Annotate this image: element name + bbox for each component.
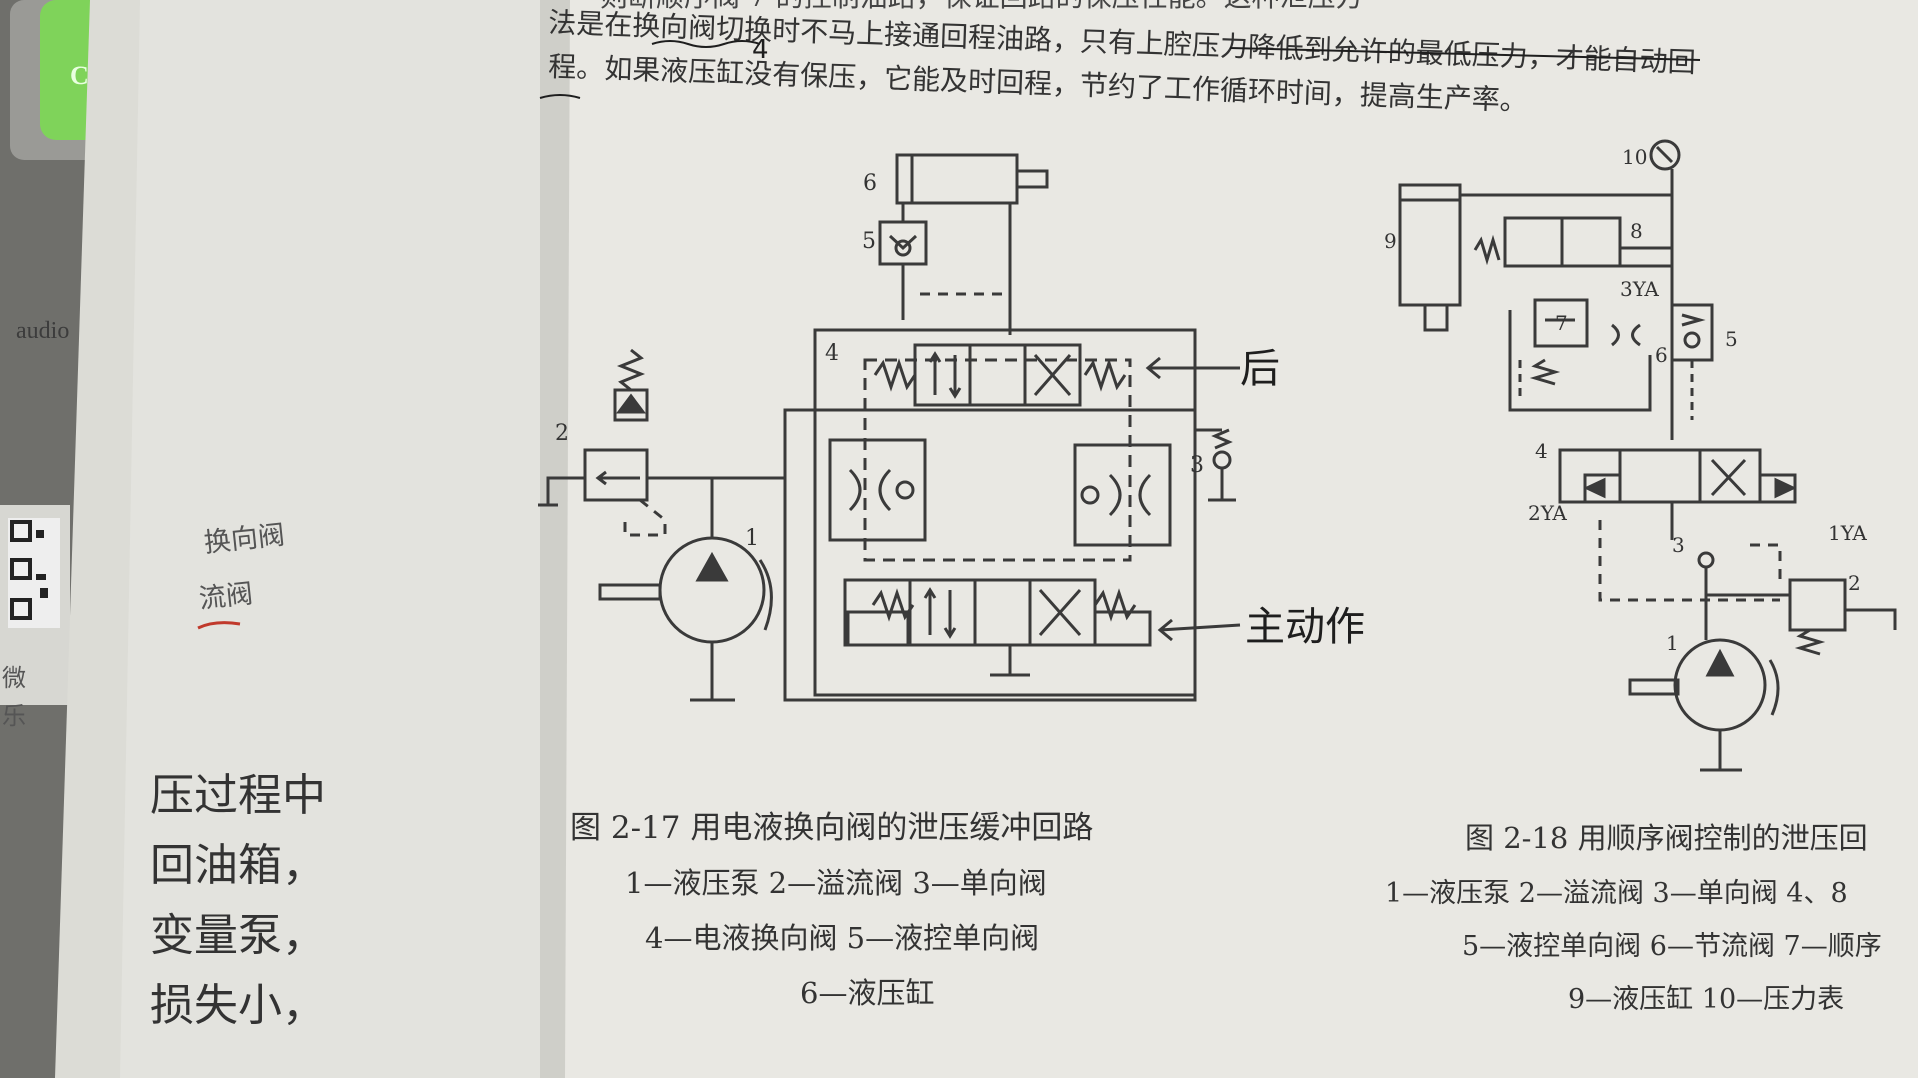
fig18-label-5: 5 <box>1725 327 1738 351</box>
throttle-check-left <box>828 438 927 542</box>
fig18-label-1: 1 <box>1666 631 1679 655</box>
handwritten-underline-1 <box>651 40 761 48</box>
fig18-legend-line-1: 1—液压泵 2—溢流阀 3—单向阀 4、8 <box>1385 878 1848 909</box>
fig18-caption: 图 2-18 用顺序阀控制的泄压回 <box>1465 821 1868 855</box>
handwritten-underline-3 <box>539 94 581 99</box>
fig18-legend-line-3: 9—液压缸 10—压力表 <box>1568 984 1844 1015</box>
left-body-line-2: 回油箱， <box>150 840 326 891</box>
relief-valve-2b <box>1788 578 1847 632</box>
fig17-label-3: 3 <box>1190 453 1204 478</box>
fig18-label-1ya: 1YA <box>1828 521 1867 545</box>
left-page-inner <box>120 0 560 1078</box>
handwritten-annotation-main: 主动作 <box>1245 604 1365 650</box>
fig18-label-8: 8 <box>1630 219 1643 243</box>
fig18-label-2ya: 2YA <box>1528 501 1567 525</box>
left-body-line-3: 变量泵， <box>150 910 326 961</box>
fig17-label-2: 2 <box>555 421 569 446</box>
fig18-label-3: 3 <box>1672 533 1685 557</box>
fig17-legend-line-1: 1—液压泵 2—溢流阀 3—单向阀 <box>625 866 1047 900</box>
phone-fragment-2: 乐 <box>2 702 26 730</box>
pressure-gauge-10 <box>1649 139 1681 171</box>
audio-label: audio <box>16 318 69 344</box>
margin-note-2: 流阀 <box>197 578 254 614</box>
figure-2-18-diagram <box>1398 139 1897 772</box>
phone-fragment-1: 微 <box>2 664 26 692</box>
fig18-label-4: 4 <box>1535 439 1548 463</box>
throttle-check-right <box>1073 443 1172 547</box>
figure-2-17-diagram <box>538 153 1241 702</box>
fig17-legend-line-3: 6—液压缸 <box>800 976 934 1010</box>
fig17-legend-line-2: 4—电液换向阀 5—液控单向阀 <box>645 921 1039 955</box>
fig17-label-1: 1 <box>745 526 759 551</box>
qr-code-icon <box>8 518 60 628</box>
right-page <box>565 0 1918 1078</box>
fig18-label-2: 2 <box>1848 571 1861 595</box>
fig18-label-7: 7 <box>1555 311 1568 335</box>
sequence-valve-7 <box>1533 298 1589 348</box>
left-body-line-4: 损失小， <box>150 980 326 1031</box>
handwritten-mark: 4 <box>752 35 769 65</box>
handwritten-annotation-pilot: 后 <box>1240 346 1280 392</box>
fig17-caption: 图 2-17 用电液换向阀的泄压缓冲回路 <box>570 810 1093 846</box>
handwritten-underline-2 <box>1229 47 1701 61</box>
top-text-line-0: 则断顺序阀 7 的控制油路，保证回路的保压性能。这种泄压方 <box>600 0 1364 13</box>
fig18-label-9: 9 <box>1384 229 1397 253</box>
fig17-label-5: 5 <box>862 229 876 254</box>
fig18-legend-line-2: 5—液控单向阀 6—节流阀 7—顺序 <box>1462 931 1882 962</box>
relief-valve-2 <box>583 448 649 502</box>
fig17-label-4: 4 <box>825 341 839 366</box>
red-underline <box>197 621 241 630</box>
throttle-valve-6 <box>1611 323 1641 347</box>
fig18-label-10: 10 <box>1622 145 1647 169</box>
left-body-line-1: 压过程中 <box>150 770 326 821</box>
fig17-label-6: 6 <box>863 171 877 196</box>
fig18-label-6: 6 <box>1655 343 1668 367</box>
fig18-label-3ya: 3YA <box>1620 277 1659 301</box>
